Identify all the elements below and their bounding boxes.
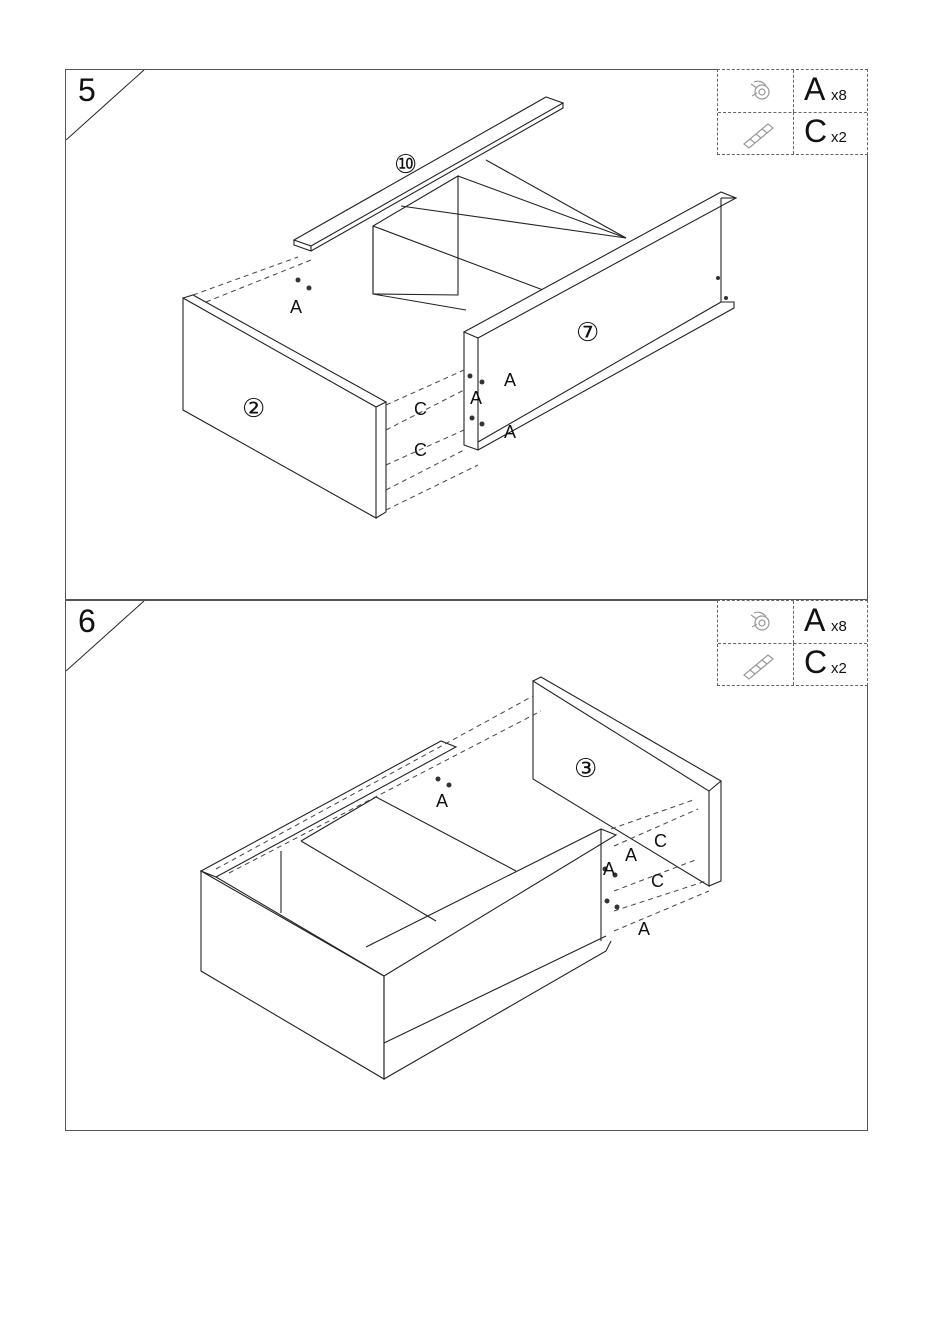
hardware-label-a: A <box>290 297 302 317</box>
hardware-label-a: A <box>504 370 516 390</box>
front-panel-2 <box>183 295 386 518</box>
hardware-label-a: A <box>638 919 650 939</box>
hardware-label-c: C <box>654 831 667 851</box>
panel-label-3: ③ <box>574 754 597 784</box>
hardware-label-c: C <box>414 399 427 419</box>
hardware-label-c: C <box>651 871 664 891</box>
panel-label-7: ⑦ <box>576 318 599 348</box>
hardware-label-a: A <box>504 422 516 442</box>
side-panel-7 <box>464 192 736 450</box>
hardware-label-c: C <box>414 440 427 460</box>
step-5-panel: 5 A x8 C x2 <box>65 69 868 600</box>
panel-label-10: ⑩ <box>394 150 417 180</box>
panel-label-2: ② <box>242 394 265 424</box>
step-6-panel: 6 A x8 C x2 <box>65 600 868 1131</box>
hardware-label-a: A <box>603 859 615 879</box>
step-5-assembly-drawing: ⑩ ⑦ ② A A A A C C <box>66 70 869 601</box>
hardware-label-a: A <box>436 791 448 811</box>
hardware-label-a: A <box>470 388 482 408</box>
step-6-assembly-drawing: ③ A A A A C C <box>66 601 869 1132</box>
hardware-label-a: A <box>625 845 637 865</box>
